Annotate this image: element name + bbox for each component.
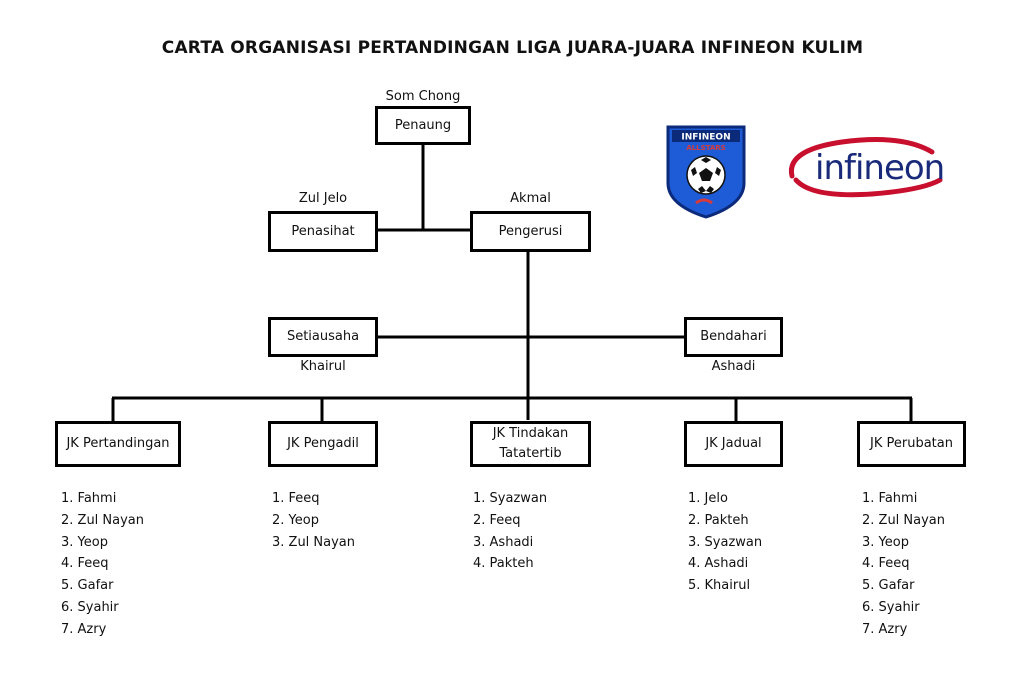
infineon-brand-logo [788, 137, 943, 198]
list-item: 5. Gafar [61, 578, 114, 594]
badge-text: INFINEON [681, 133, 730, 143]
pengerusi-label: Pengerusi [498, 223, 563, 239]
list-item: 4. Pakteh [473, 556, 534, 572]
perubatan-members: 1. Fahmi 2. Zul Nayan 3. Yeop 4. Feeq 5.… [862, 488, 945, 641]
penaung-name: Som Chong [385, 89, 461, 104]
list-item: 1. Fahmi [862, 491, 918, 506]
pertandingan-members: 1. Fahmi 2. Zul Nayan 3. Yeop 4. Feeq 5.… [61, 488, 144, 641]
list-item: 5. Gafar [862, 578, 915, 594]
setiausaha-label: Setiausaha [286, 329, 360, 344]
list-item: 3. Yeop [61, 534, 108, 550]
penaung-label: Penaung [394, 117, 452, 133]
pengadil-members: 1. Feeq 2. Yeop 3. Zul Nayan [272, 488, 355, 553]
list-item: 2. Yeop [272, 512, 319, 528]
setiausaha-box: Setiausaha [268, 317, 378, 357]
list-item: 4. Feeq [61, 556, 109, 572]
committee-jadual-box: JK Jadual [684, 421, 783, 467]
committee-pengadil-label: JK Pengadil [287, 436, 359, 451]
jadual-members: 1. Jelo 2. Pakteh 3. Syazwan 4. Ashadi 5… [688, 488, 762, 597]
list-item: 6. Syahir [61, 599, 119, 615]
bendahari-label: Bendahari [700, 329, 767, 344]
list-item: 1. Syazwan [473, 491, 548, 506]
pengerusi-box: Pengerusi [470, 211, 591, 252]
infineon-brand-text: infineon [815, 148, 945, 188]
penaung-box: Penaung [375, 106, 471, 145]
list-item: 2. Zul Nayan [862, 512, 946, 528]
committee-tindakan-label-line1: JK Tindakan [492, 426, 569, 441]
list-item: 1. Fahmi [61, 491, 117, 506]
list-item: 5. Khairul [688, 578, 751, 594]
tindakan-tatatertib-members: 1. Syazwan 2. Feeq 3. Ashadi 4. Pakteh [473, 488, 547, 575]
committee-tindakan-label-line2: Tatatertib [499, 446, 562, 461]
committee-perubatan-box: JK Perubatan [857, 421, 966, 467]
bendahari-box: Bendahari [684, 317, 783, 357]
committee-pertandingan-box: JK Pertandingan [55, 421, 181, 467]
penasihat-label: Penasihat [291, 223, 355, 239]
allstars-badge-logo: INFINEON ALLSTARS [666, 125, 746, 219]
penasihat-box: Penasihat [268, 211, 378, 252]
list-item: 3. Zul Nayan [272, 534, 356, 550]
list-item: 3. Ashadi [473, 534, 534, 550]
list-item: 6. Syahir [862, 599, 920, 615]
chart-title: CARTA ORGANISASI PERTANDINGAN LIGA JUARA… [161, 38, 864, 58]
list-item: 1. Jelo [688, 491, 728, 506]
list-item: 4. Ashadi [688, 556, 749, 572]
committee-tindakan-tatatertib-box: JK Tindakan Tatatertib [470, 421, 591, 467]
list-item: 2. Pakteh [688, 512, 749, 528]
pengerusi-name: Akmal [510, 191, 551, 206]
setiausaha-name: Khairul [300, 359, 346, 374]
list-item: 3. Yeop [862, 534, 909, 550]
penasihat-name: Zul Jelo [298, 191, 348, 206]
list-item: 2. Zul Nayan [61, 512, 145, 528]
committee-jadual-label: JK Jadual [705, 436, 762, 451]
committee-pertandingan-label: JK Pertandingan [66, 436, 170, 451]
list-item: 7. Azry [61, 621, 107, 637]
list-item: 2. Feeq [473, 512, 521, 528]
badge-subtext: ALLSTARS [686, 144, 725, 152]
committee-perubatan-label: JK Perubatan [870, 436, 953, 451]
list-item: 1. Feeq [272, 491, 320, 506]
list-item: 7. Azry [862, 621, 908, 637]
committee-pengadil-box: JK Pengadil [268, 421, 378, 467]
bendahari-name: Ashadi [711, 359, 756, 374]
list-item: 4. Feeq [862, 556, 910, 572]
list-item: 3. Syazwan [688, 534, 763, 550]
